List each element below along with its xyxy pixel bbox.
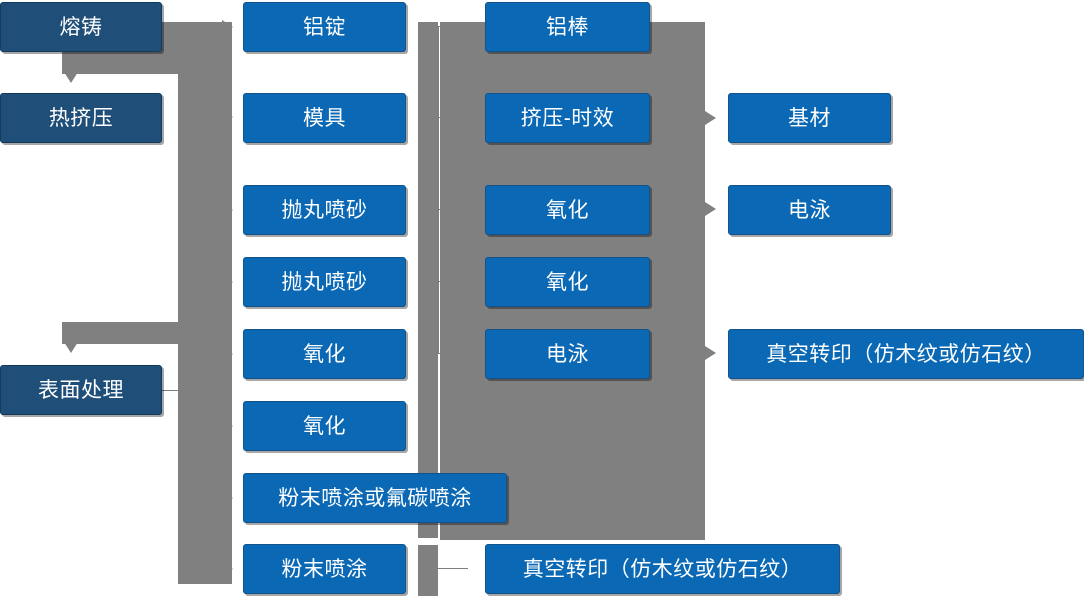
process-box-shot-blasting-2[interactable]: 抛丸喷砂 [243,257,406,307]
arrow-right-icon-to-substrate [705,111,716,125]
process-label-powder-coating: 粉末喷涂 [281,557,368,581]
arrow-down-icon-to-extrusion [64,72,78,83]
arrow-right-icon-4 [222,275,233,289]
bracket-tick-3 [438,209,468,210]
arrow-right-icon-to-vacuum-transfer [705,346,716,360]
arrow-right-icon-2 [222,110,233,124]
arrow-right-icon-6 [222,419,233,433]
output-box-vacuum-transfer-right[interactable]: 真空转印（仿木纹或仿石纹） [728,329,1084,379]
process-box-aluminum-ingot[interactable]: 铝锭 [243,2,406,52]
connector-surface-treatment-link [162,390,186,391]
arrow-right-icon-3 [222,203,233,217]
arrow-down-icon-to-surface-treatment [64,342,78,353]
connector-to-surface-treatment-stem [62,322,182,344]
process-label-aluminum-bar: 铝棒 [546,15,589,39]
connector-middle-thin-bar-lower [418,545,438,596]
arrow-right-icon-1 [222,20,233,34]
stage-label-melt-cast: 熔铸 [59,15,103,39]
connector-middle-thin-bar-upper [418,22,438,538]
process-label-electrophoresis-1: 电泳 [546,342,589,366]
output-box-substrate[interactable]: 基材 [728,93,891,143]
process-box-oxidation-4[interactable]: 氧化 [485,257,650,307]
process-box-aluminum-bar[interactable]: 铝棒 [485,2,650,52]
arrow-right-icon-5 [222,347,233,361]
process-label-mold: 模具 [303,106,346,130]
bracket-tick-5 [438,353,468,354]
process-box-vacuum-transfer-bottom[interactable]: 真空转印（仿木纹或仿石纹） [485,544,840,594]
arrow-right-icon-to-electrophoresis [705,202,716,216]
process-label-oxidation-4: 氧化 [546,270,589,294]
stage-label-surface-treatment: 表面处理 [38,378,124,402]
process-box-oxidation-1[interactable]: 氧化 [243,329,406,379]
output-box-electrophoresis-2[interactable]: 电泳 [728,185,891,235]
process-label-extrusion-aging: 挤压-时效 [520,106,615,130]
bracket-tick-2 [438,117,468,118]
stage-label-hot-extrusion: 热挤压 [48,106,114,130]
bracket-tick-1 [438,26,468,27]
arrow-right-icon-8 [222,562,233,576]
bracket-tick-6 [438,568,468,569]
process-label-powder-or-fluorocarbon: 粉末喷涂或氟碳喷涂 [278,486,472,510]
process-box-oxidation-3[interactable]: 氧化 [485,185,650,235]
stage-box-hot-extrusion[interactable]: 热挤压 [0,93,162,143]
process-box-mold[interactable]: 模具 [243,93,406,143]
output-label-electrophoresis-2: 电泳 [788,198,831,222]
process-label-oxidation-3: 氧化 [546,198,589,222]
process-label-aluminum-ingot: 铝锭 [303,15,346,39]
process-label-oxidation-2: 氧化 [303,414,346,438]
process-box-oxidation-2[interactable]: 氧化 [243,401,406,451]
connector-melt-cast-shelf [62,52,180,74]
process-label-oxidation-1: 氧化 [303,342,346,366]
process-box-extrusion-aging[interactable]: 挤压-时效 [485,93,650,143]
stage-box-surface-treatment[interactable]: 表面处理 [0,365,162,415]
stage-box-melt-cast[interactable]: 熔铸 [0,2,162,52]
process-box-powder-or-fluorocarbon[interactable]: 粉末喷涂或氟碳喷涂 [243,473,507,523]
process-label-shot-blasting-1: 抛丸喷砂 [281,198,368,222]
process-label-vacuum-transfer-bottom: 真空转印（仿木纹或仿石纹） [522,557,803,581]
output-label-substrate: 基材 [788,106,831,130]
process-label-shot-blasting-2: 抛丸喷砂 [281,270,368,294]
arrow-right-icon-7 [222,491,233,505]
bracket-tick-4 [438,281,468,282]
bracket-spine [438,26,439,353]
process-box-powder-coating[interactable]: 粉末喷涂 [243,544,406,594]
process-box-shot-blasting-1[interactable]: 抛丸喷砂 [243,185,406,235]
process-box-electrophoresis-1[interactable]: 电泳 [485,329,650,379]
output-label-vacuum-transfer-right: 真空转印（仿木纹或仿石纹） [766,342,1046,366]
